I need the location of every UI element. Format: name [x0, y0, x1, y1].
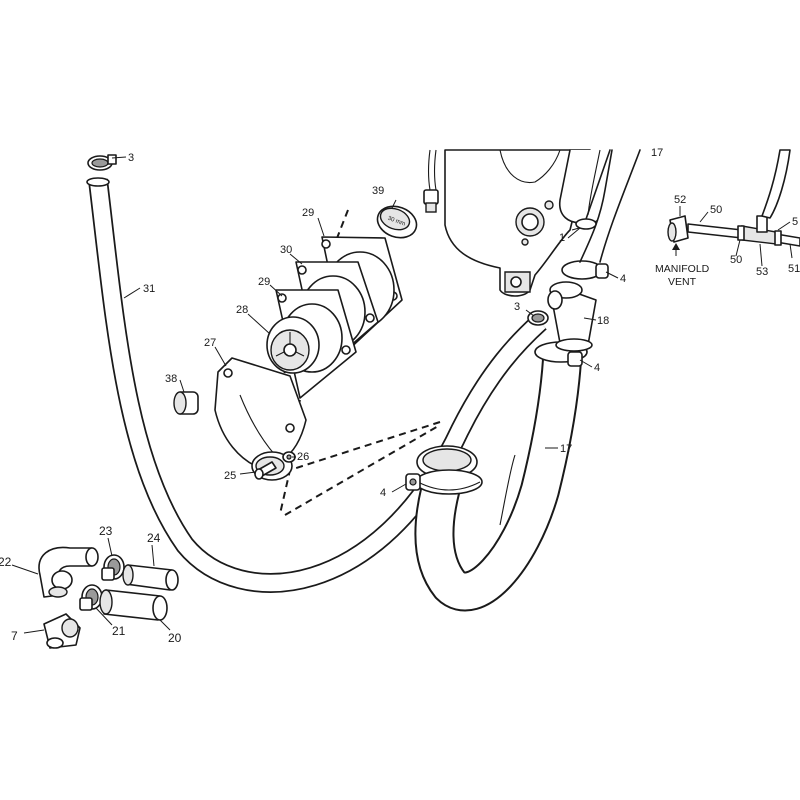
callout-25: 25 — [224, 470, 236, 482]
callout-20: 20 — [168, 631, 182, 645]
callout-21: 21 — [112, 624, 126, 638]
callout-30: 30 — [280, 244, 292, 256]
callout-1: 1 — [559, 232, 565, 244]
callout-23: 23 — [99, 524, 113, 538]
clamp-21 — [79, 584, 103, 611]
callout-29-lower: 29 — [258, 276, 270, 288]
callout-28: 28 — [236, 304, 248, 316]
callout-3-right: 3 — [514, 301, 520, 313]
callout-4-upper: 4 — [620, 273, 626, 285]
plug-38 — [173, 391, 199, 415]
hose-31 — [86, 177, 547, 593]
callout-31: 31 — [143, 283, 155, 295]
cap-39: 30 mm — [376, 205, 418, 239]
tube-20 — [99, 589, 168, 621]
callout-39: 39 — [372, 185, 384, 197]
manifold-vent-assembly — [667, 149, 800, 256]
bolt-25 — [254, 461, 277, 480]
clamp-4-lower — [405, 469, 483, 495]
explode-line-bottom — [284, 424, 441, 516]
manifold-vent-label-line1: MANIFOLD — [655, 263, 710, 275]
connector-18 — [547, 281, 597, 352]
callout-4-lower: 4 — [380, 487, 386, 499]
callout-24: 24 — [147, 531, 161, 545]
callout-52: 52 — [674, 194, 686, 206]
leader-lines — [11, 156, 793, 634]
thermostat-28 — [266, 316, 320, 374]
callout-50-lower: 50 — [730, 254, 742, 266]
tube-24 — [122, 564, 179, 591]
callout-51: 51 — [788, 263, 800, 275]
callout-38: 38 — [165, 373, 177, 385]
callout-27: 27 — [204, 337, 216, 349]
callout-53: 53 — [756, 266, 768, 278]
callout-7: 7 — [11, 629, 18, 643]
clamp-3-top — [87, 154, 117, 171]
elbow-22 — [38, 546, 99, 598]
clamp-3-right — [527, 310, 549, 326]
callout-29-upper: 29 — [302, 207, 314, 219]
callout-17-lower: 17 — [560, 443, 572, 455]
clamp-23 — [101, 554, 125, 581]
callout-4-mid: 4 — [594, 362, 600, 374]
callout-labels: 3 31 39 29 30 29 28 27 38 25 26 3 18 4 4… — [0, 147, 800, 645]
callout-26: 26 — [297, 451, 309, 463]
engine-housing — [444, 149, 641, 297]
sensor-connector — [423, 149, 439, 213]
callout-5: 5 — [792, 216, 798, 228]
clamp-4-upper — [561, 260, 609, 280]
callout-50-upper: 50 — [710, 204, 722, 216]
callout-17-upper: 17 — [651, 147, 663, 159]
cap-size-text: 30 mm — [387, 216, 406, 228]
callout-22: 22 — [0, 555, 12, 569]
fitting-7 — [43, 613, 81, 649]
callout-3-top: 3 — [128, 152, 134, 164]
callout-18: 18 — [597, 315, 609, 327]
manifold-vent-label-line2: VENT — [668, 276, 697, 288]
